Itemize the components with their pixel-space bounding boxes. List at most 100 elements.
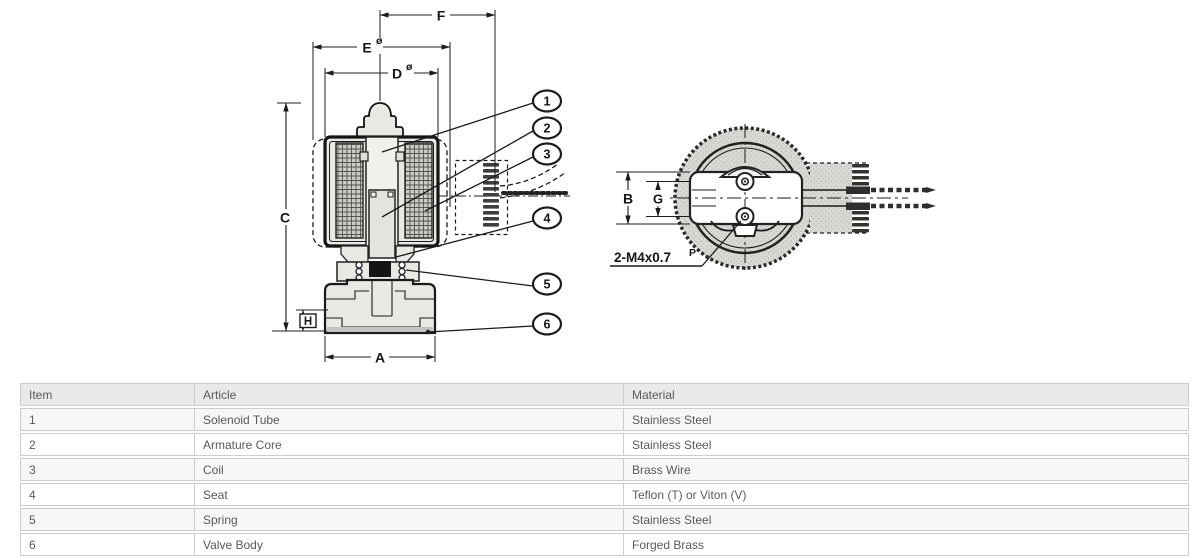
solenoid-tube-cap — [356, 102, 404, 138]
wire-grommet-bottom — [846, 202, 870, 210]
cell-material: Stainless Steel — [624, 508, 1189, 531]
dimension-label-g: G — [653, 192, 663, 207]
tube-flange-left — [359, 151, 369, 162]
callout-1-leader — [381, 102, 534, 153]
dimension-D: D ø — [324, 61, 439, 137]
callout-6-dot — [425, 329, 431, 335]
dimension-label-a: A — [375, 350, 385, 366]
callout-2-leader — [381, 130, 534, 218]
dimension-label-f: F — [437, 8, 446, 24]
table-row: 2 Armature Core Stainless Steel — [20, 433, 1189, 456]
dimension-d-diameter-symbol: ø — [406, 61, 413, 73]
callout-2-number: 2 — [544, 122, 551, 136]
cell-article: Solenoid Tube — [195, 408, 624, 431]
cell-material: Brass Wire — [624, 458, 1189, 481]
callout-3-leader — [424, 156, 534, 212]
cell-material: Forged Brass — [624, 533, 1189, 556]
technical-drawing: F E ø D ø C — [272, 8, 936, 366]
callout-2: 2 — [531, 116, 563, 140]
wire-grommet-top — [846, 186, 870, 194]
callout-6: 6 — [531, 312, 563, 336]
cell-material: Teflon (T) or Viton (V) — [624, 483, 1189, 506]
bonnet-left — [340, 245, 369, 263]
cross-section-view — [312, 102, 570, 335]
cell-article: Spring — [195, 508, 624, 531]
dimension-label-e: E — [362, 40, 371, 56]
dimension-C: C — [272, 102, 327, 332]
dimensions-left-view: F E ø D ø C — [272, 8, 496, 366]
callout-3-number: 3 — [544, 148, 551, 162]
dimension-B: B — [616, 171, 690, 225]
valve-body — [323, 278, 437, 335]
thread-label: 2-M4x0.7 — [614, 250, 671, 265]
callout-6-number: 6 — [544, 318, 551, 332]
bottom-wing-right — [754, 220, 780, 232]
armature-notch-left — [370, 191, 377, 198]
callout-5-number: 5 — [544, 278, 551, 292]
cell-material: Stainless Steel — [624, 433, 1189, 456]
mounting-screw-bottom — [735, 207, 755, 226]
table-row: 3 Coil Brass Wire — [20, 458, 1189, 481]
armature-core — [368, 189, 396, 259]
thread-label-superscript: P — [689, 247, 696, 259]
housing-phantom-outline — [312, 138, 448, 248]
lead-wire-conduit — [483, 163, 499, 227]
callout-5: 5 — [531, 272, 563, 296]
cell-item: 3 — [20, 458, 195, 481]
column-header-item: Item — [20, 383, 195, 406]
cell-item: 1 — [20, 408, 195, 431]
dimension-H: H — [296, 309, 328, 332]
connector-phantom-outline — [454, 159, 509, 236]
callout-1: 1 — [531, 89, 563, 113]
thread-callout: 2-M4x0.7 P — [610, 220, 742, 267]
mounting-screw-top — [735, 172, 755, 191]
cell-article: Seat — [195, 483, 624, 506]
table-row: 1 Solenoid Tube Stainless Steel — [20, 408, 1189, 431]
dimension-G: G — [646, 181, 690, 217]
armature-notch-right — [387, 191, 394, 198]
cell-item: 4 — [20, 483, 195, 506]
table-row: 4 Seat Teflon (T) or Viton (V) — [20, 483, 1189, 506]
dimension-e-diameter-symbol: ø — [376, 35, 383, 47]
cell-item: 2 — [20, 433, 195, 456]
lead-wire-phantom-2 — [499, 171, 567, 199]
callouts: 1 2 3 4 5 6 — [381, 89, 563, 336]
cell-article: Valve Body — [195, 533, 624, 556]
cell-article: Armature Core — [195, 433, 624, 456]
seat-seal — [369, 261, 391, 277]
column-header-article: Article — [195, 383, 624, 406]
wire-tip-bottom — [926, 203, 936, 209]
connector-ribs — [852, 164, 869, 233]
dimension-A: A — [324, 336, 436, 366]
top-screw-wing-inner — [727, 167, 763, 176]
callout-6-leader — [427, 325, 534, 333]
dimension-label-h: H — [304, 316, 312, 328]
parts-table: Item Article Material 1 Solenoid Tube St… — [20, 381, 1189, 557]
table-row: 5 Spring Stainless Steel — [20, 508, 1189, 531]
cell-item: 6 — [20, 533, 195, 556]
cell-item: 5 — [20, 508, 195, 531]
dimension-label-b: B — [623, 191, 633, 207]
callout-4-leader — [395, 220, 534, 258]
coil-winding-left — [335, 142, 364, 239]
callout-5-leader — [405, 269, 534, 287]
table-header-row: Item Article Material — [20, 383, 1189, 406]
column-header-material: Material — [624, 383, 1189, 406]
callout-3: 3 — [531, 142, 563, 166]
dimension-E: E ø — [312, 35, 451, 207]
dimension-F: F — [379, 8, 496, 192]
callout-4-number: 4 — [544, 212, 551, 226]
table-row: 6 Valve Body Forged Brass — [20, 533, 1189, 556]
callout-4: 4 — [531, 206, 563, 230]
dimension-label-d: D — [392, 66, 402, 82]
cell-article: Coil — [195, 458, 624, 481]
dimension-label-c: C — [280, 210, 290, 226]
valve-body-base-band — [327, 327, 433, 332]
cell-material: Stainless Steel — [624, 408, 1189, 431]
top-view: B G 2-M4x0.7 P — [610, 124, 936, 272]
wire-tip-top — [926, 187, 936, 193]
parts-table-container: Item Article Material 1 Solenoid Tube St… — [20, 381, 1189, 557]
tube-flange-right — [395, 151, 405, 162]
lead-wire-phantom-1 — [499, 163, 559, 187]
